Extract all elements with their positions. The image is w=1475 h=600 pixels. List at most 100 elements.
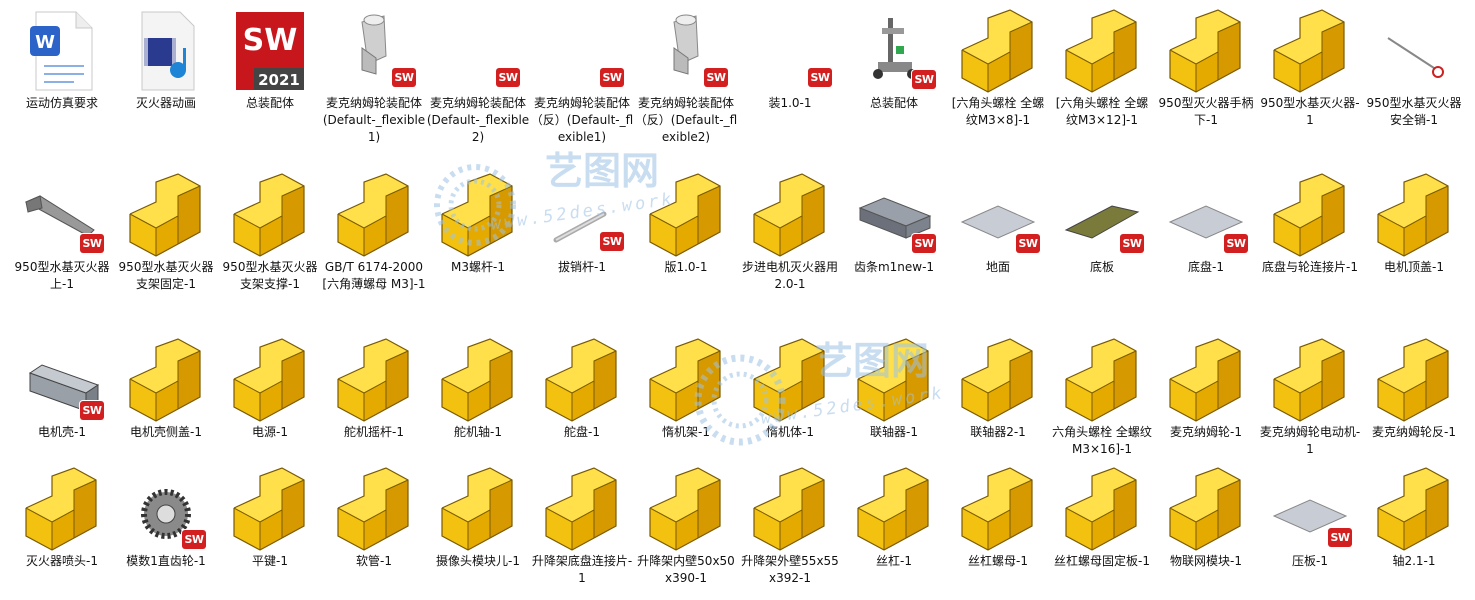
file-label: 底板 xyxy=(1089,260,1114,274)
file-item[interactable]: 升降架内壁50x50x390-1 xyxy=(634,466,738,587)
file-item[interactable]: 升降架外壁55x55x392-1 xyxy=(738,466,842,587)
file-item[interactable]: SW 底板 xyxy=(1050,172,1154,276)
file-item[interactable]: 麦克纳姆轮反-1 xyxy=(1362,337,1466,441)
file-item[interactable]: 950型水基灭火器支架固定-1 xyxy=(114,172,218,293)
file-item[interactable]: 摄像头模块儿-1 xyxy=(426,466,530,570)
file-item[interactable]: 步进电机灭火器用2.0-1 xyxy=(738,172,842,293)
folder-block-icon xyxy=(328,172,420,258)
file-item[interactable]: 惰机架-1 xyxy=(634,337,738,441)
file-label: 软管-1 xyxy=(356,554,392,568)
file-item[interactable]: 灭火器喷头-1 xyxy=(10,466,114,570)
file-label: [六角头螺栓 全螺纹M3×8]-1 xyxy=(951,96,1045,127)
file-item[interactable]: 底盘与轮连接片-1 xyxy=(1258,172,1362,276)
file-label: M3螺杆-1 xyxy=(451,260,505,274)
file-label: 950型水基灭火器安全销-1 xyxy=(1366,96,1462,127)
file-item[interactable]: 麦克纳姆轮电动机-1 xyxy=(1258,337,1362,458)
file-item[interactable]: 舵机摇杆-1 xyxy=(322,337,426,441)
file-item[interactable]: [六角头螺栓 全螺纹M3×12]-1 xyxy=(1050,8,1154,129)
file-item[interactable]: 电机壳侧盖-1 xyxy=(114,337,218,441)
solidworks-badge-icon: SW xyxy=(600,232,624,251)
file-label: 电机壳-1 xyxy=(38,425,86,439)
file-item[interactable]: 六角头螺栓 全螺纹M3×16]-1 xyxy=(1050,337,1154,458)
solidworks-badge-icon: SW xyxy=(1328,528,1352,547)
file-item[interactable]: 升降架底盘连接片-1 xyxy=(530,466,634,587)
assembly-board-icon: SW xyxy=(1056,172,1148,258)
folder-block-icon xyxy=(952,337,1044,423)
file-item[interactable]: 麦克纳姆轮-1 xyxy=(1154,337,1258,441)
file-item[interactable]: 舵机轴-1 xyxy=(426,337,530,441)
file-item[interactable]: 软管-1 xyxy=(322,466,426,570)
file-label: 总装配体 xyxy=(869,96,918,110)
file-item[interactable]: 物联网模块-1 xyxy=(1154,466,1258,570)
folder-block-icon xyxy=(328,466,420,552)
file-item[interactable]: 联轴器-1 xyxy=(842,337,946,441)
svg-text:2021: 2021 xyxy=(258,71,300,89)
file-label: 底盘-1 xyxy=(1188,260,1224,274)
file-item[interactable]: 950型水基灭火器支架支撑-1 xyxy=(218,172,322,293)
solidworks-2021-app-icon: SW 2021 xyxy=(224,8,316,94)
file-item[interactable]: 丝杠螺母固定板-1 xyxy=(1050,466,1154,570)
assembly-rack-icon: SW xyxy=(848,172,940,258)
file-item[interactable]: 950型灭火器手柄下-1 xyxy=(1154,8,1258,129)
file-item[interactable]: [六角头螺栓 全螺纹M3×8]-1 xyxy=(946,8,1050,129)
file-item[interactable]: 950型水基灭火器-1 xyxy=(1258,8,1362,129)
file-label: 麦克纳姆轮装配体(Default-_flexible1) xyxy=(322,96,426,144)
svg-text:SW: SW xyxy=(243,23,298,58)
file-label: [六角头螺栓 全螺纹M3×12]-1 xyxy=(1055,96,1149,127)
folder-block-icon xyxy=(744,337,836,423)
folder-block-icon xyxy=(640,466,732,552)
file-item[interactable]: 轴2.1-1 xyxy=(1362,466,1466,570)
file-label: 电源-1 xyxy=(252,425,288,439)
file-label: 灭火器喷头-1 xyxy=(26,554,98,568)
file-item[interactable]: 丝杠螺母-1 xyxy=(946,466,1050,570)
file-item[interactable]: 版1.0-1 xyxy=(634,172,738,276)
file-item[interactable]: 灭火器动画 xyxy=(114,8,218,112)
folder-block-icon xyxy=(1264,337,1356,423)
file-label: 物联网模块-1 xyxy=(1170,554,1242,568)
file-item[interactable]: 丝杠-1 xyxy=(842,466,946,570)
file-item[interactable]: M3螺杆-1 xyxy=(426,172,530,276)
file-label: 底盘与轮连接片-1 xyxy=(1262,260,1358,274)
folder-block-icon xyxy=(744,172,836,258)
file-item[interactable]: 电机顶盖-1 xyxy=(1362,172,1466,276)
assembly-plate-icon: SW xyxy=(952,172,1044,258)
file-label: 运动仿真要求 xyxy=(25,96,98,110)
file-item[interactable]: SW 总装配体 xyxy=(842,8,946,112)
file-label: 麦克纳姆轮装配体（反）(Default-_flexible1) xyxy=(530,96,634,144)
file-item[interactable]: 950型水基灭火器安全销-1 xyxy=(1362,8,1466,129)
file-item[interactable]: GB/T 6174-2000[六角薄螺母 M3]-1 xyxy=(322,172,426,293)
file-item[interactable]: 电源-1 xyxy=(218,337,322,441)
file-label: 丝杠螺母固定板-1 xyxy=(1054,554,1150,568)
file-item[interactable]: 惰机体-1 xyxy=(738,337,842,441)
assembly-part-icon: SW xyxy=(640,8,732,94)
file-label: 丝杠螺母-1 xyxy=(968,554,1028,568)
file-label: 升降架底盘连接片-1 xyxy=(531,554,633,585)
file-item[interactable]: 舵盘-1 xyxy=(530,337,634,441)
assembly-robot-icon: SW xyxy=(848,8,940,94)
folder-block-icon xyxy=(432,172,524,258)
solidworks-badge-icon: SW xyxy=(912,70,936,89)
file-label: 950型水基灭火器-1 xyxy=(1260,96,1360,127)
file-label: 950型灭火器手柄下-1 xyxy=(1158,96,1254,127)
file-label: 舵机摇杆-1 xyxy=(344,425,404,439)
file-item[interactable]: 联轴器2-1 xyxy=(946,337,1050,441)
file-label: 麦克纳姆轮装配体（反）(Default-_flexible2) xyxy=(634,96,738,144)
file-label: 麦克纳姆轮装配体(Default-_flexible2) xyxy=(426,96,530,144)
file-label: 舵盘-1 xyxy=(564,425,600,439)
file-item[interactable]: 平键-1 xyxy=(218,466,322,570)
